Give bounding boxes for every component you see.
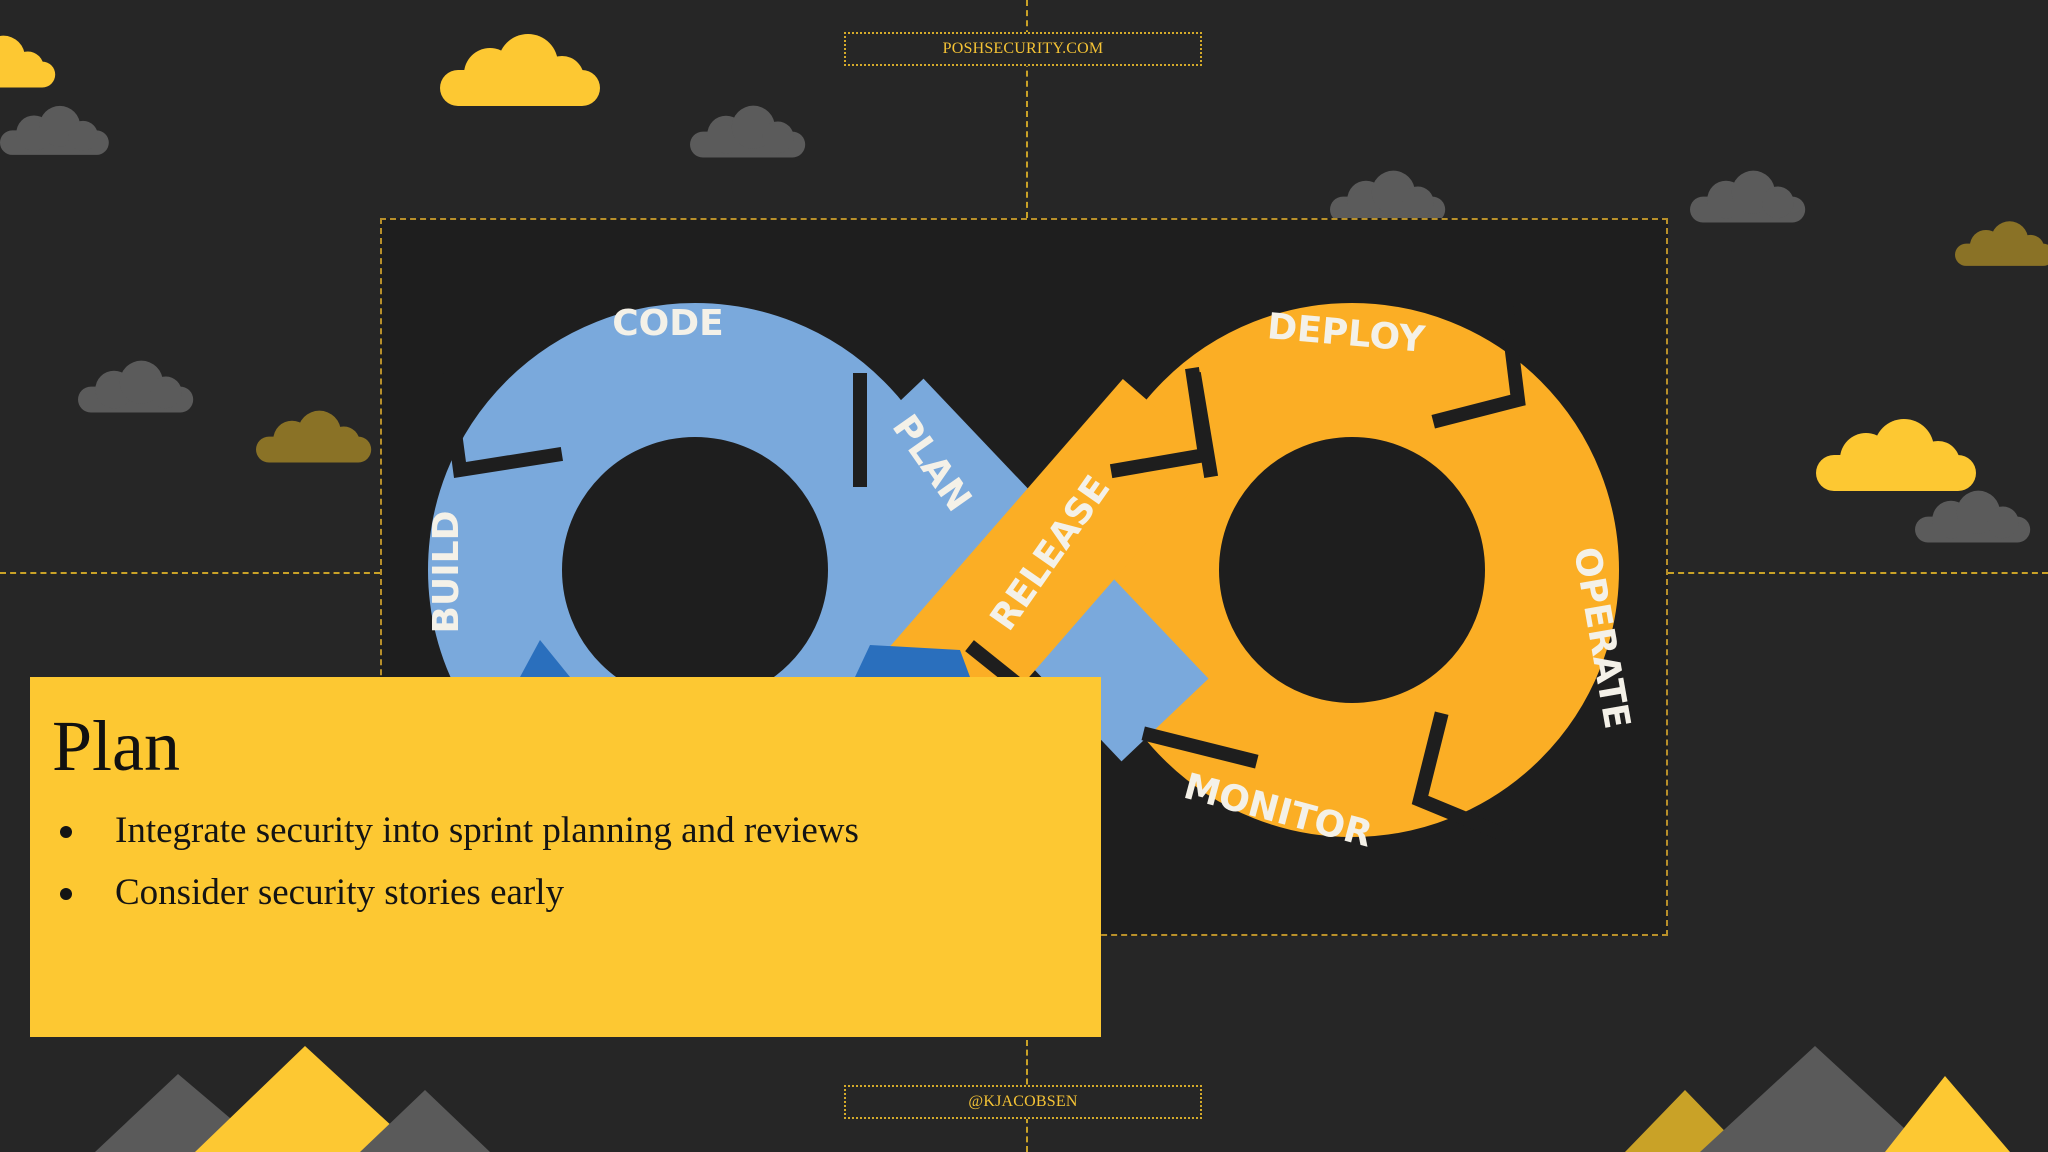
site-url: POSHSECURITY.COM xyxy=(942,40,1104,57)
mountain-icon xyxy=(1700,1046,1930,1152)
bullet-text: Integrate security into sprint planning … xyxy=(115,810,859,852)
test-segment xyxy=(520,640,570,677)
mountain-icon xyxy=(195,1046,420,1152)
handle-tag: @KJACOBSEN xyxy=(844,1085,1202,1119)
bullet-item: Integrate security into sprint planning … xyxy=(52,810,1079,852)
horizontal-guide-left xyxy=(0,572,380,574)
horizontal-guide-right xyxy=(1668,572,2048,574)
stage-label-build: BUILD xyxy=(426,511,467,634)
bullet-dot-icon xyxy=(60,826,72,839)
bullet-text: Consider security stories early xyxy=(115,872,565,914)
test-segment xyxy=(855,645,970,677)
bullet-list: Integrate security into sprint planning … xyxy=(52,810,1079,914)
stage-label-code: CODE xyxy=(612,303,724,344)
mountain-icon xyxy=(1885,1076,2010,1152)
bullet-dot-icon xyxy=(60,888,72,901)
mountain-icon xyxy=(360,1090,490,1152)
slide-title: Plan xyxy=(52,706,181,786)
site-tag: POSHSECURITY.COM xyxy=(844,32,1202,66)
mountain-icon xyxy=(1625,1090,1745,1152)
vertical-guide-top xyxy=(1026,0,1028,218)
ops-loop xyxy=(1085,303,1619,837)
bullet-item: Consider security stories early xyxy=(52,872,1079,914)
content-panel: Plan Integrate security into sprint plan… xyxy=(30,677,1101,1037)
twitter-handle: @KJACOBSEN xyxy=(968,1093,1078,1110)
